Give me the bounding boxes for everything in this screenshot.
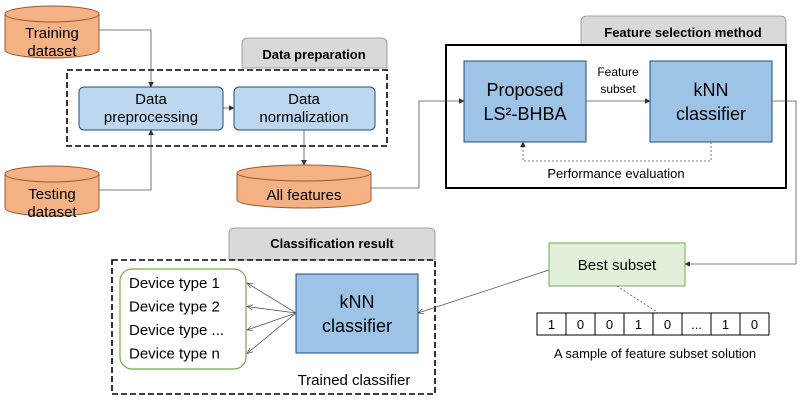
testing-cylinder-top (4, 165, 100, 183)
feature-selection-box (445, 44, 787, 189)
training-to-preprocessing-edge (99, 29, 154, 88)
sample-bit-value: 1 (722, 317, 729, 332)
fs-knn-line2: classifier (676, 104, 746, 124)
feature-selection-tab (580, 15, 787, 46)
classification-title: Classification result (270, 236, 394, 251)
classifier-to-device-edge (247, 307, 297, 314)
classification-group: Classification result Device type 1Devic… (111, 227, 436, 395)
proposed-method-box (463, 60, 587, 143)
sample-caption: A sample of feature subset solution (554, 346, 756, 361)
classifier-knn-line1: kNN (340, 292, 375, 312)
sample-bit-value: 1 (635, 317, 642, 332)
device-type-item: Device type n (129, 346, 220, 363)
all-features-to-proposed-edge (371, 98, 465, 189)
proposed-method-line1: Proposed (486, 80, 563, 100)
device-type-item: Device type ... (129, 322, 224, 339)
device-types-box (119, 268, 247, 370)
trained-classifier-caption: Trained classifier (298, 372, 411, 389)
sample-bit-value: 0 (664, 317, 671, 332)
best-subset-label: Best subset (578, 257, 657, 274)
data-preparation-tab (241, 37, 388, 69)
feature-selection-title: Feature selection method (604, 25, 762, 40)
device-type-list: Device type 1 Device type 2 Device type ..… (129, 275, 224, 363)
performance-feedback-edge (520, 141, 712, 162)
device-type-item: Device type 2 (129, 299, 220, 316)
classifier-knn-box (295, 273, 419, 354)
training-cylinder-top (4, 5, 100, 23)
all-features-cylinder-body (236, 173, 372, 209)
testing-label-line2: dataset (27, 204, 77, 221)
sample-bit-cell (739, 312, 770, 336)
data-preprocessing-line2: preprocessing (104, 109, 198, 126)
training-label-line1: Training (25, 25, 79, 42)
feature-selection-group: Feature selection method Proposed LS²-BH… (445, 15, 787, 189)
sample-bit-value: 0 (577, 317, 584, 332)
data-preparation-group: Data preparation Data preprocessing Data… (66, 37, 388, 147)
classifier-fanout-edges (247, 283, 297, 354)
classification-dashed-box (111, 259, 436, 395)
performance-evaluation-label: Performance evaluation (547, 166, 684, 181)
classifier-to-device-edge (247, 312, 297, 354)
testing-label-line1: Testing (28, 186, 76, 203)
all-features-cylinder-top (236, 164, 372, 182)
sample-bit-value: 0 (751, 317, 758, 332)
sample-bit-value: 0 (606, 317, 613, 332)
classifier-knn-line2: classifier (322, 316, 392, 336)
training-dataset-cylinder: Training dataset (4, 5, 100, 60)
training-label-line2: dataset (27, 43, 77, 60)
knn-to-best-subset-edge (684, 100, 797, 267)
classification-tab (228, 227, 436, 261)
testing-dataset-cylinder: Testing dataset (4, 165, 100, 221)
connectors (99, 29, 797, 354)
feature-subset-label-line1: Feature (597, 65, 639, 79)
classifier-to-device-edge (247, 312, 297, 330)
classifier-to-device-edge (247, 283, 297, 314)
best-subset-to-classifier-edge (418, 269, 550, 313)
all-features-label: All features (266, 187, 341, 204)
data-normalization-line1: Data (288, 91, 320, 108)
sample-bit-value: 1 (548, 317, 555, 332)
data-preprocessing-line1: Data (135, 91, 167, 108)
testing-cylinder-body (4, 174, 100, 217)
best-subset-group: Best subset 1 0 0 1 0... 1 0 A sample of featu… (536, 242, 770, 361)
best-subset-box (548, 242, 686, 287)
data-preparation-title: Data preparation (262, 47, 365, 62)
sample-solution-row: 1 0 0 1 0... 1 0 (536, 312, 770, 336)
all-features-cylinder: All features (236, 164, 372, 209)
testing-to-preprocessing-edge (99, 129, 154, 191)
best-subset-to-sample-edge (616, 285, 661, 315)
fs-knn-line1: kNN (694, 80, 729, 100)
sample-bit-value: ... (691, 317, 702, 332)
training-cylinder-body (4, 14, 100, 59)
fs-knn-box (649, 60, 773, 143)
feature-subset-label-line2: subset (600, 82, 636, 96)
device-type-item: Device type 1 (129, 275, 220, 292)
proposed-method-line2: LS²-BHBA (483, 104, 566, 124)
data-normalization-line2: normalization (259, 109, 348, 126)
